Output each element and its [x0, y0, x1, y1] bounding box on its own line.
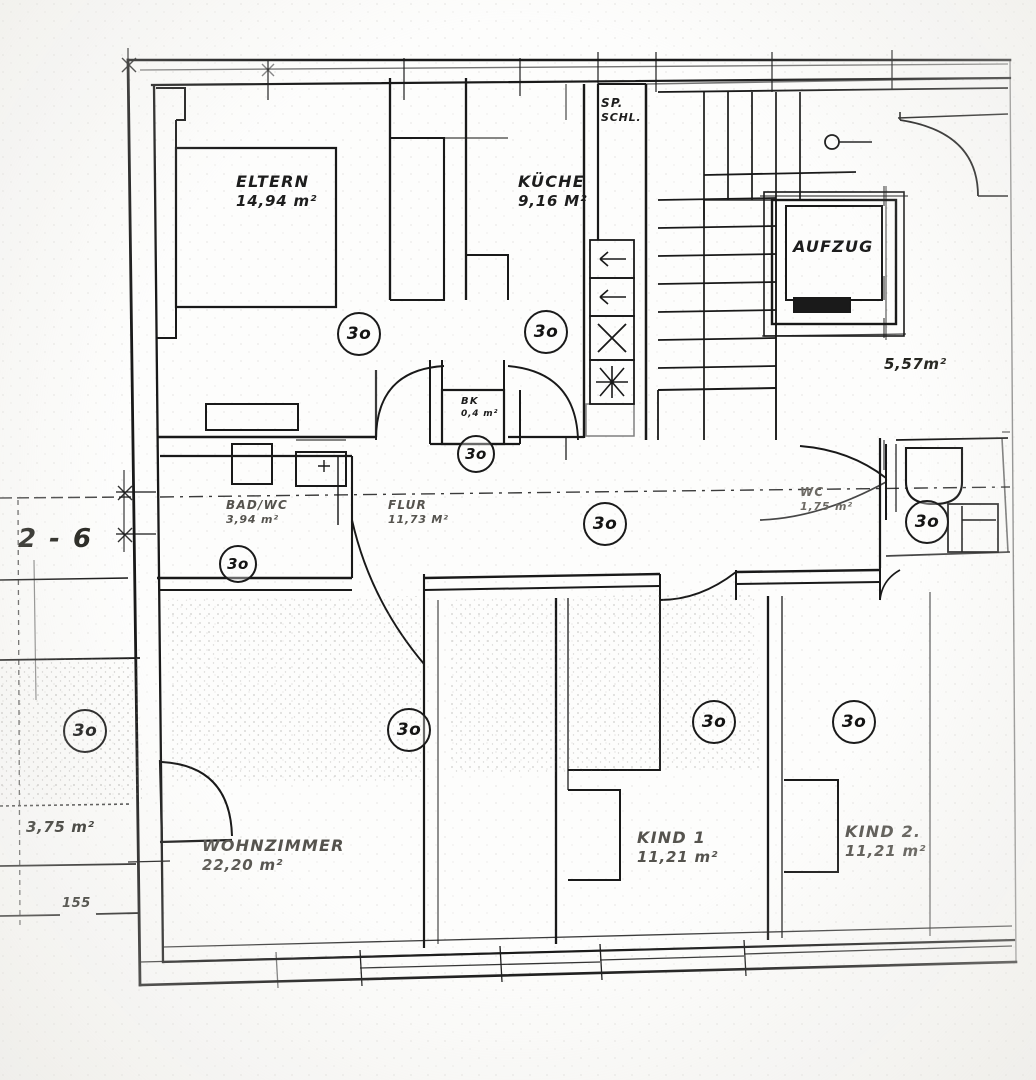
- room-name: BK: [461, 396, 479, 407]
- door-marker-balcony[interactable]: 3o: [63, 709, 107, 753]
- door-marker-kueche[interactable]: 3o: [524, 310, 568, 354]
- door-marker-bk[interactable]: 3o: [457, 435, 495, 473]
- annotation-dim-155: 155: [62, 896, 91, 911]
- room-label-kind-1: KIND 1 11,21 m²: [637, 828, 718, 868]
- room-area: 1,75 m²: [800, 500, 853, 514]
- door-marker-flur[interactable]: 3o: [583, 502, 627, 546]
- room-name: WOHNZIMMER: [202, 836, 345, 855]
- room-label-kind-2: KIND 2. 11,21 m²: [845, 822, 926, 862]
- room-name: AUFZUG: [793, 237, 874, 256]
- room-area: 11,21 m²: [845, 842, 927, 861]
- annotation-area-balkon-left: 3,75 m²: [26, 818, 95, 836]
- room-label-eltern: ELTERN 14,94 m²: [236, 172, 317, 212]
- room-label-kueche: KÜCHE 9,16 M²: [518, 172, 587, 212]
- stipple-zones: [168, 592, 760, 784]
- room-area: 22,20 m²: [202, 856, 284, 875]
- room-area: 14,94 m²: [236, 192, 318, 211]
- room-label-aufzug: AUFZUG: [793, 237, 874, 257]
- room-label-sp-schl: SP. SCHL.: [601, 96, 641, 125]
- room-name: KIND 1: [637, 828, 706, 847]
- room-area: 0,4 m²: [461, 408, 499, 419]
- annotation-area-treppenhaus: 5,57m²: [884, 355, 947, 373]
- room-area: 3,94 m²: [226, 513, 279, 527]
- room-label-bad-wc: BAD/WC 3,94 m²: [226, 498, 288, 527]
- door-marker-bad[interactable]: 3o: [219, 545, 257, 583]
- room-name: KIND 2.: [845, 822, 922, 841]
- room-name: BAD/WC: [226, 498, 289, 512]
- room-label-flur: FLUR 11,73 M²: [388, 498, 449, 527]
- room-area: SCHL.: [601, 111, 642, 125]
- annotation-axis-label: 2 - 6: [18, 524, 94, 554]
- door-marker-eltern[interactable]: 3o: [337, 312, 381, 356]
- door-marker-wohnzimmer[interactable]: 3o: [387, 708, 431, 752]
- room-label-wohnzimmer: WOHNZIMMER 22,20 m²: [202, 836, 345, 876]
- room-label-bk: BK 0,4 m²: [461, 396, 498, 420]
- room-area: 11,21 m²: [637, 848, 719, 867]
- room-area: 11,73 M²: [388, 513, 449, 527]
- door-marker-kind2[interactable]: 3o: [832, 700, 876, 744]
- door-marker-wc[interactable]: 3o: [905, 500, 949, 544]
- room-area: 9,16 M²: [518, 192, 588, 211]
- room-name: SP.: [601, 96, 624, 110]
- room-name: KÜCHE: [518, 172, 585, 191]
- room-label-wc: WC 1,75 m²: [800, 485, 853, 514]
- door-marker-kind1[interactable]: 3o: [692, 700, 736, 744]
- room-name: FLUR: [388, 498, 427, 512]
- room-name: WC: [800, 485, 825, 499]
- room-name: ELTERN: [236, 172, 310, 191]
